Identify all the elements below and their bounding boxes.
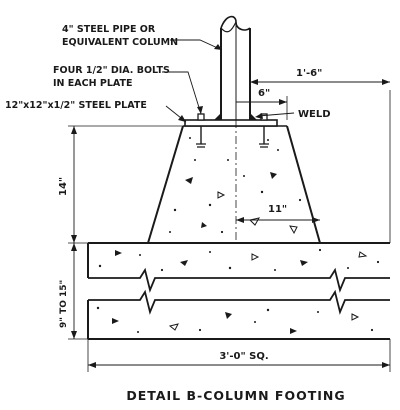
concrete-aggregate <box>96 137 380 334</box>
footing-width-dimension: 3'-0" SQ. <box>87 339 391 372</box>
pedestal-height-label: 14" <box>58 177 69 196</box>
anchor-bolt <box>259 113 269 148</box>
half-base-label: 11" <box>268 204 287 215</box>
plate-label: 12"x12"x1/2" STEEL PLATE <box>5 100 147 111</box>
footing-width-label: 3'-0" SQ. <box>219 351 268 362</box>
pipe-label-line1: 4" STEEL PIPE OR <box>62 24 156 35</box>
half-top-label: 6" <box>258 88 270 99</box>
offset-dimension: 1'-6" <box>250 68 391 243</box>
weld-label: WELD <box>298 109 331 120</box>
weld-callout: WELD <box>255 109 331 120</box>
half-base-dimension: 11" <box>236 204 320 223</box>
offset-label: 1'-6" <box>296 68 322 79</box>
steel-plate <box>184 119 278 127</box>
plate-callout: 12"x12"x1/2" STEEL PLATE <box>5 100 187 123</box>
pipe-label-line2: EQUIVALENT COLUMN <box>62 37 178 48</box>
footing-thickness-label: 9" TO 15" <box>59 280 69 328</box>
footing-slab <box>87 242 390 340</box>
pipe-callout: 4" STEEL PIPE OR EQUIVALENT COLUMN <box>62 24 223 51</box>
bolts-label-line2: IN EACH PLATE <box>53 78 132 89</box>
anchor-bolts <box>196 113 269 148</box>
weld-fillet <box>250 113 257 120</box>
footing-thickness-dimension: 9" TO 15" <box>59 243 88 340</box>
concrete-pedestal <box>147 125 321 244</box>
steel-pipe-column <box>214 15 257 120</box>
anchor-bolt <box>196 113 206 148</box>
half-top-dimension: 6" <box>236 88 288 120</box>
pedestal-height-dimension: 14" <box>58 125 183 244</box>
drawing-caption: DETAIL B-COLUMN FOOTING <box>126 388 345 403</box>
bolts-callout: FOUR 1/2" DIA. BOLTS IN EACH PLATE <box>53 65 203 115</box>
bolts-label-line1: FOUR 1/2" DIA. BOLTS <box>53 65 170 76</box>
weld-fillet <box>214 113 221 120</box>
